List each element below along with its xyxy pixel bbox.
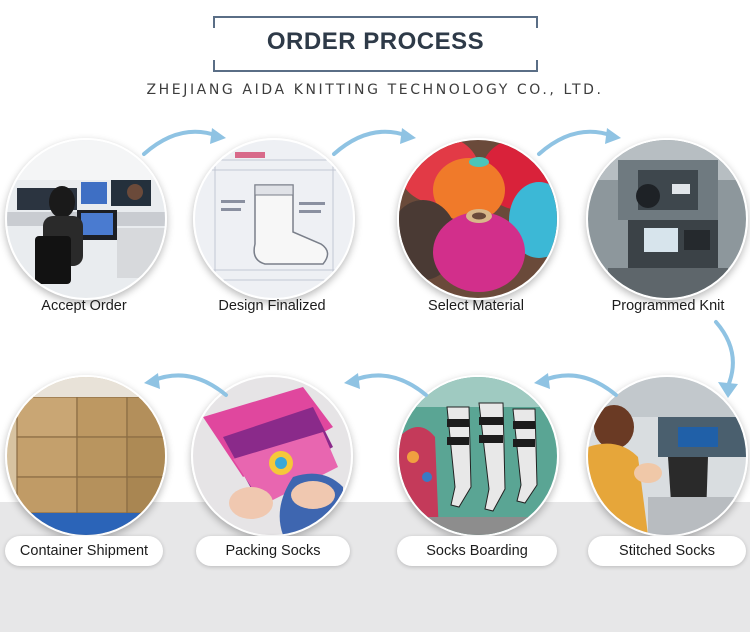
company-name: ZHEJIANG AIDA KNITTING TECHNOLOGY CO., L… — [146, 82, 604, 98]
step-label-select-material: Select Material — [428, 298, 524, 314]
page-title: ORDER PROCESS — [266, 28, 485, 55]
curved-arrow-left-icon — [344, 373, 428, 397]
title-frame-bottom-left-corner — [213, 60, 215, 72]
curved-arrow-down-icon — [714, 320, 738, 398]
step-label-container-shipment: Container Shipment — [5, 536, 163, 566]
title-frame-top-right-corner — [536, 16, 538, 28]
title-frame-top-left-corner — [213, 16, 215, 28]
title-frame-bottom-right-corner — [536, 60, 538, 72]
sock-design-drawing-photo — [193, 138, 355, 300]
step-label-accept-order: Accept Order — [41, 298, 127, 314]
packing-socks-photo — [191, 375, 353, 537]
step-label-packing-socks: Packing Socks — [196, 536, 350, 566]
office-workers-photo — [5, 138, 167, 300]
title-frame-top-line — [213, 16, 538, 18]
step-label-stitched-socks: Stitched Socks — [588, 536, 746, 566]
knitting-machine-photo — [586, 138, 748, 300]
title-frame-bottom-line — [213, 70, 538, 72]
curved-arrow-right-icon — [537, 128, 621, 156]
curved-arrow-left-icon — [144, 373, 228, 397]
curved-arrow-right-icon — [142, 128, 226, 156]
step-label-design-finalized: Design Finalized — [218, 298, 326, 314]
curved-arrow-left-icon — [534, 373, 618, 397]
curved-arrow-right-icon — [332, 128, 416, 156]
yarn-cones-photo — [397, 138, 559, 300]
title-frame: ORDER PROCESS — [213, 16, 538, 72]
step-label-socks-boarding: Socks Boarding — [397, 536, 557, 566]
step-label-programmed-knit: Programmed Knit — [611, 298, 725, 314]
